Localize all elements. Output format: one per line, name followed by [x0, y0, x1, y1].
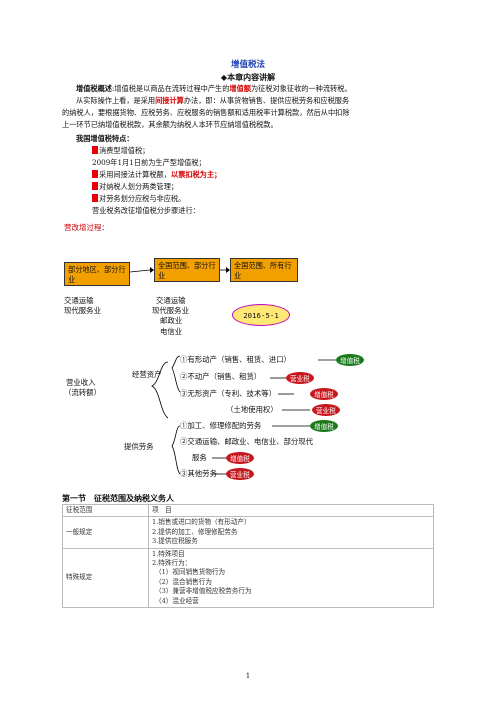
stage2-item: 现代服务业	[152, 306, 189, 315]
date-oval: 2016-5-1	[232, 304, 290, 326]
asset-item-4: （土地使用权）	[226, 405, 278, 414]
table-cell-items: 1.特殊项目 2.特殊行为： （1）视同销售货物行为 （2）混合销售行为 （3）…	[148, 547, 434, 609]
stage1-item: 现代服务业	[64, 306, 101, 315]
overview-line2-a: 从实际操作上看，是采用	[76, 96, 156, 105]
table-row: 特殊规定 1.特殊项目 2.特殊行为： （1）视同销售货物行为 （2）混合销售行…	[62, 547, 434, 609]
highlight-mark	[92, 146, 98, 154]
table-item: （3）兼营非增值税应税劳务行为	[155, 587, 252, 596]
overview-line-3: 的纳税人，要根据货物、应税劳务、应税服务的销售额和适用税率计算税款，然后从中扣除	[62, 108, 350, 117]
features-last-line: 营业税务改征增值税分步骤进行：	[92, 206, 200, 215]
feature-emphasis: 以票扣税为主；	[170, 170, 222, 179]
tag-business-tax: 营业税	[312, 404, 340, 416]
tag-vat: 增值税	[310, 388, 338, 400]
service-item-3: 服务	[192, 453, 207, 462]
table-cell-label: 特殊规定	[62, 547, 149, 609]
feature-item-1: 消费型增值税；	[92, 146, 149, 156]
tag-business-tax: 营业税	[286, 372, 314, 384]
section-title: 第一节 征税范围及纳税义务人	[62, 494, 174, 503]
diagram-label: 营改增过程：	[64, 223, 109, 232]
feature-text: 采用间接法计算税额，	[99, 170, 171, 179]
stage-box-2: 全国范围、部分行业	[154, 258, 220, 282]
table-item: 1.特殊项目	[152, 549, 185, 558]
stage1-item: 交通运输	[64, 296, 94, 305]
overview-paragraph: 增值税概述:增值税是以商品在流转过程中产生的增值额为征税对象征收的一种流转税。	[62, 84, 438, 94]
chapter-subheading: ◆本章内容讲解	[220, 73, 276, 82]
branch-assets: 经营资产	[132, 370, 162, 379]
tag-vat: 增值税	[336, 354, 364, 366]
feature-text: 对劳务划分应税与非应税。	[99, 194, 186, 203]
features-heading: 我国增值税特点：	[76, 134, 134, 143]
feature-text: 消费型增值税；	[99, 146, 150, 155]
table-item: （4）混业经营	[155, 596, 199, 605]
tag-vat: 增值税	[310, 420, 338, 432]
stage2-item: 邮政业	[160, 316, 183, 325]
asset-item-1: ①有形动产（销售、租赁、进口）	[180, 355, 291, 364]
highlight-mark	[92, 182, 98, 190]
stage2-item: 交通运输	[156, 296, 186, 305]
table-item: 2.特殊行为：	[152, 559, 192, 568]
tag-business-tax: 营业税	[226, 468, 254, 480]
overview-label: 增值税概述	[76, 84, 112, 93]
table-item: （2）混合销售行为	[155, 577, 212, 586]
table-item: （1）视同销售货物行为	[155, 568, 226, 577]
overview-emphasis: 增值额	[229, 84, 251, 93]
overview-text: :增值税是以商品在流转过程中产生的	[111, 84, 230, 93]
stage2-item: 电信业	[160, 327, 183, 336]
service-item-1: ①加工、修理修配的劳务	[180, 421, 262, 430]
table-row: 一般规定 1.销售或进口的货物（有形动产） 2.提供的加工、修理修配劳务 3.提…	[62, 516, 434, 549]
table-header-row: 征税范围 项 目	[62, 503, 434, 518]
diagram-root: 营业收入	[66, 378, 96, 387]
overview-line-4: 上一环节已纳增值税税款，其余额为纳税人本环节应纳增值税税款。	[62, 120, 278, 129]
feature-text: 对纳税人划分两类管理；	[99, 182, 179, 191]
highlight-mark	[92, 170, 98, 178]
feature-item-4: 对纳税人划分两类管理；	[92, 182, 178, 192]
table-item: 3.提供应税服务	[152, 537, 198, 546]
asset-item-2: ②不动产（销售、租赁）	[180, 372, 262, 381]
feature-text: 2009年1月1日前为生产型增值税；	[92, 158, 206, 167]
tag-vat: 增值税	[226, 452, 254, 464]
overview-line2-b: 办法，即：从事货物销售、提供应税劳务和应税服务	[183, 96, 350, 105]
table-header-cell: 征税范围	[62, 503, 149, 518]
overview-line2-emphasis: 间接计算	[155, 96, 184, 105]
table-item: 2.提供的加工、修理修配劳务	[152, 527, 238, 536]
table-item: 1.销售或进口的货物（有形动产）	[152, 518, 251, 527]
asset-item-3: ③无形资产（专利、技术等）	[180, 389, 277, 398]
table-cell-label: 一般规定	[62, 516, 149, 549]
overview-text-2: 为征税对象征收的一种流转税。	[250, 84, 352, 93]
feature-item-3: 采用间接法计算税额，以票扣税为主；	[92, 170, 221, 180]
table-header-cell: 项 目	[148, 503, 434, 518]
feature-item-5: 对劳务划分应税与非应税。	[92, 194, 185, 204]
service-item-2: ②交通运输、邮政业、电信业、部分现代	[180, 437, 314, 446]
service-item-4: ③其他劳务	[180, 469, 217, 478]
stage-box-1: 部分地区、部分行业	[64, 262, 130, 286]
overview-line-2: 从实际操作上看，是采用间接计算办法，即：从事货物销售、提供应税劳务和应税服务	[62, 96, 438, 106]
page-title: 增值税法	[230, 60, 265, 70]
page-number: 1	[245, 672, 251, 680]
scope-table: 征税范围 项 目 一般规定 1.销售或进口的货物（有形动产） 2.提供的加工、修…	[62, 503, 434, 609]
highlight-mark	[92, 194, 98, 202]
branch-services: 提供劳务	[124, 442, 154, 451]
stage-box-3: 全国范围、所有行业	[230, 258, 298, 282]
diagram-root-sub: （流转额）	[64, 388, 101, 397]
feature-item-2: 2009年1月1日前为生产型增值税；	[92, 158, 206, 168]
table-cell-items: 1.销售或进口的货物（有形动产） 2.提供的加工、修理修配劳务 3.提供应税服务	[148, 516, 434, 549]
